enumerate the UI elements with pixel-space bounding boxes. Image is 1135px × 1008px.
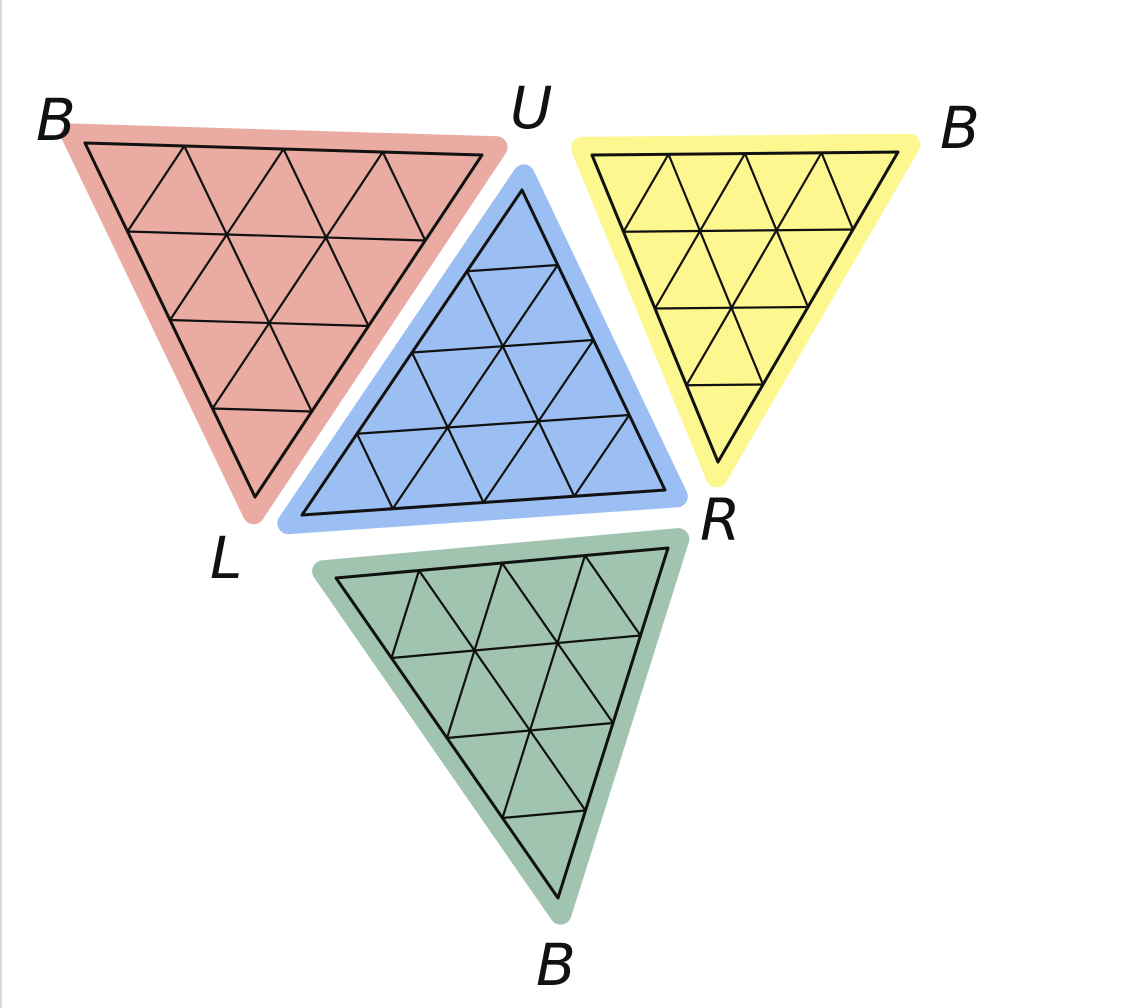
face-top-right bbox=[570, 133, 921, 488]
grid-line bbox=[410, 351, 485, 504]
grid-line bbox=[355, 413, 631, 435]
face-outline bbox=[300, 188, 667, 517]
face-grid bbox=[355, 263, 631, 510]
label-bottom-b: B bbox=[536, 931, 576, 999]
label-top-left-b: B bbox=[36, 86, 76, 154]
grid-line bbox=[211, 150, 384, 410]
label-right-r: R bbox=[700, 486, 740, 554]
face-top-left bbox=[60, 123, 508, 525]
grid-line bbox=[653, 152, 747, 310]
grid-line bbox=[390, 569, 421, 660]
grid-line bbox=[685, 151, 823, 387]
grid-line bbox=[500, 561, 615, 725]
grid-line bbox=[390, 634, 642, 660]
grid-line bbox=[410, 338, 595, 354]
grid-line bbox=[465, 270, 576, 498]
grid-line bbox=[381, 150, 427, 242]
grid-line bbox=[685, 383, 765, 387]
face-outline bbox=[590, 150, 900, 464]
face-grid bbox=[390, 554, 642, 820]
grid-line bbox=[482, 338, 595, 504]
grid-line bbox=[820, 151, 855, 231]
face-fill bbox=[277, 164, 688, 535]
grid-line bbox=[445, 561, 504, 740]
face-grid bbox=[126, 144, 427, 413]
grid-line bbox=[417, 569, 587, 812]
face-outline bbox=[83, 141, 484, 499]
grid-line bbox=[282, 147, 370, 328]
face-grid bbox=[622, 151, 855, 387]
grid-line bbox=[583, 554, 642, 637]
grid-line bbox=[465, 263, 559, 273]
face-fill bbox=[312, 528, 690, 925]
grid-line bbox=[622, 228, 855, 233]
face-fill bbox=[570, 133, 921, 488]
grid-line bbox=[211, 407, 313, 413]
grid-line bbox=[622, 153, 670, 233]
label-left-l: L bbox=[210, 524, 242, 592]
grid-line bbox=[573, 413, 631, 498]
grid-line bbox=[667, 153, 765, 386]
face-bottom bbox=[312, 528, 690, 925]
label-top-center-u: U bbox=[510, 74, 552, 142]
face-center bbox=[277, 164, 688, 535]
grid-line bbox=[126, 230, 427, 242]
grid-line bbox=[743, 152, 810, 309]
grid-line bbox=[501, 554, 587, 820]
left-border-line bbox=[0, 0, 2, 1008]
grid-line bbox=[168, 147, 285, 322]
grid-line bbox=[168, 318, 370, 328]
grid-line bbox=[183, 144, 313, 413]
grid-line bbox=[501, 809, 587, 820]
grid-line bbox=[653, 305, 810, 310]
grid-line bbox=[445, 721, 615, 740]
grid-line bbox=[355, 432, 394, 510]
grid-line bbox=[391, 263, 559, 510]
face-outline bbox=[334, 546, 670, 900]
label-top-right-b: B bbox=[940, 94, 980, 162]
grid-line bbox=[126, 144, 186, 233]
